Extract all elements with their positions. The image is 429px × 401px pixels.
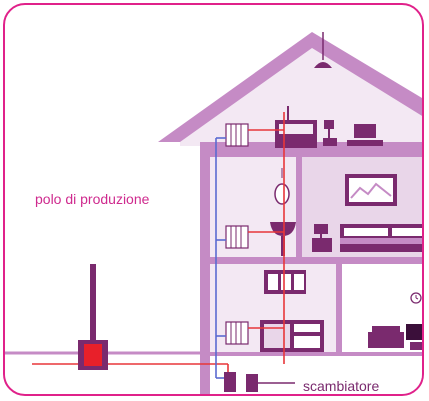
mirror-icon xyxy=(274,168,290,205)
clock-icon xyxy=(410,292,422,304)
table-lamp-icon xyxy=(323,120,337,146)
heat-exchanger-icon xyxy=(224,372,295,392)
kitchen-counter-icon xyxy=(260,320,324,352)
sink-icon xyxy=(275,106,317,148)
kitchen-cabinet-icon xyxy=(264,270,306,294)
exchanger-label: scambiatore xyxy=(303,378,380,394)
radiator-icon xyxy=(225,321,249,345)
pipe-hot xyxy=(32,112,285,374)
bed-icon xyxy=(340,224,422,252)
attic-room xyxy=(180,48,422,146)
tv-icon xyxy=(406,324,422,350)
basement-room xyxy=(210,354,422,394)
production-pole-label: polo di produzione xyxy=(35,191,150,207)
sofa-icon xyxy=(368,326,404,348)
house-cutaway-diagram xyxy=(5,32,422,394)
diagram-frame: polo di produzione scambiatore xyxy=(3,3,424,396)
radiator-icon xyxy=(225,225,249,249)
radiator-icon xyxy=(225,123,249,147)
boiler-icon xyxy=(78,340,108,370)
chimney-icon xyxy=(90,264,96,346)
ceiling-lamp-icon xyxy=(314,32,332,68)
tv-icon xyxy=(347,124,383,146)
nightstand-icon xyxy=(312,224,332,252)
picture-frame-icon xyxy=(345,174,397,206)
